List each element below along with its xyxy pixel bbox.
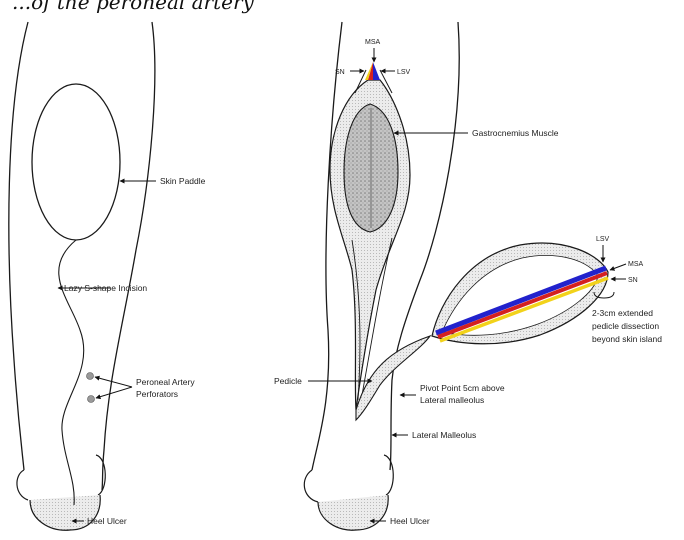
label-extended-line2: pedicle dissection [592, 321, 659, 331]
label-lateral-malleolus: Lateral Malleolus [412, 430, 476, 440]
label-right-heel-ulcer: Heel Ulcer [390, 516, 430, 526]
top-vessel-lsv [373, 62, 380, 80]
label-lsv-top: LSV [397, 69, 411, 76]
label-skin-paddle: Skin Paddle [160, 176, 206, 186]
lazy-s-incision-line [59, 240, 84, 505]
perforator-arrow-upper [95, 377, 132, 387]
left-ankle-left [17, 470, 28, 500]
label-msa-flap: MSA [628, 261, 644, 268]
label-perforators-line2: Perforators [136, 389, 178, 399]
label-pivot-line2: Lateral malleolus [420, 395, 484, 405]
right-panel: MSA SN LSV Gastrocnemius Muscle LSV MSA … [274, 22, 662, 530]
perforator-arrow-lower [96, 387, 132, 398]
left-panel: Skin Paddle Lazy S-shape Incision Perone… [9, 22, 206, 530]
left-leg-outline-right [102, 22, 155, 490]
right-ankle-right [384, 455, 393, 495]
label-extended-line3: beyond skin island [592, 334, 662, 344]
label-sn-top: SN [335, 69, 345, 76]
label-sn-flap: SN [628, 277, 638, 284]
msa-flap-arrow [610, 264, 626, 270]
caption-fragment: ...of the peroneal artery [12, 0, 254, 14]
label-left-heel-ulcer: Heel Ulcer [87, 516, 127, 526]
perforator-dot-lower [88, 396, 95, 403]
perforator-dot-upper [87, 373, 94, 380]
label-msa-top: MSA [365, 39, 381, 46]
caption-strip: ...of the peroneal artery [0, 0, 684, 20]
right-leg-outline-left [312, 22, 342, 470]
label-lazy-s-incision: Lazy S-shape Incision [64, 283, 147, 293]
label-lsv-flap: LSV [596, 236, 610, 243]
right-heel [318, 495, 388, 530]
left-leg-outline-left [9, 22, 28, 470]
right-ankle-left [304, 470, 318, 502]
label-gastrocnemius: Gastrocnemius Muscle [472, 128, 559, 138]
label-extended-line1: 2-3cm extended [592, 308, 653, 318]
label-pivot-line1: Pivot Point 5cm above [420, 383, 505, 393]
label-perforators-line1: Peroneal Artery [136, 377, 195, 387]
label-pedicle: Pedicle [274, 376, 302, 386]
pedicle-arc [356, 336, 430, 420]
skin-paddle-ellipse [32, 84, 120, 240]
left-ankle-right [96, 455, 105, 495]
